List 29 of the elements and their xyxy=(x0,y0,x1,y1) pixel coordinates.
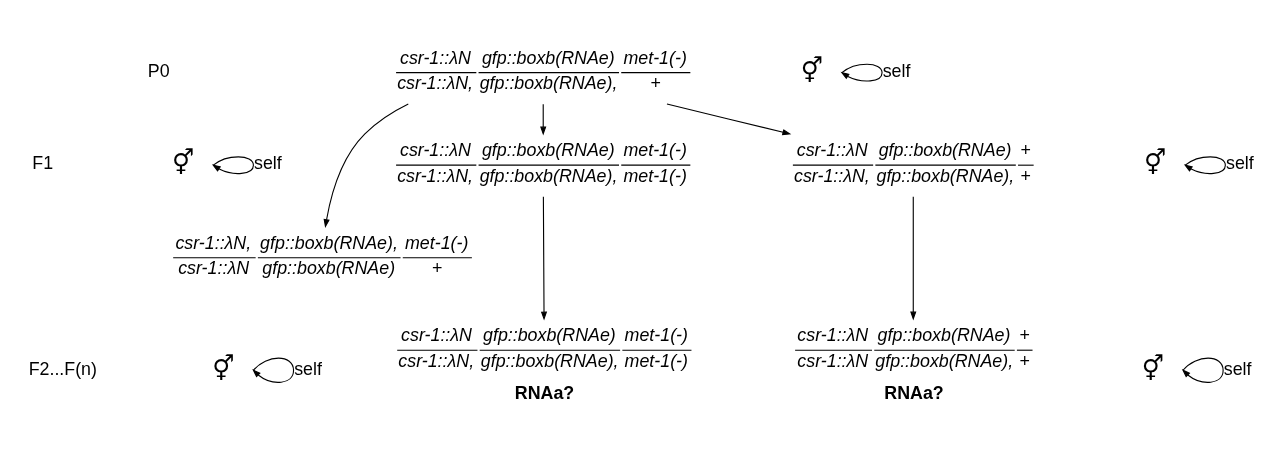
label: F2...F(n) xyxy=(28,358,97,379)
arrow xyxy=(540,103,547,136)
node-text: csr-1::λN gfp::boxb(RNAe) met-1(-) csr-1::λN, gfp::boxb(RNAe), met-1(-) RNAa? xyxy=(398,325,688,404)
node-text: csr-1::λN gfp::boxb(RNAe) met-1(-) csr-1::λN, gfp::boxb(RNAe), met-1(-) xyxy=(397,140,687,186)
edge-label: self xyxy=(1225,153,1254,174)
node-text: csr-1::λN gfp::boxb(RNAe) + csr-1::λN gfp::boxb(RNAe), + RNAa? xyxy=(797,325,1030,404)
edge-label: self xyxy=(294,358,322,379)
arrow xyxy=(323,103,409,229)
arrow xyxy=(211,156,254,175)
node-text: ⚥ xyxy=(172,148,195,178)
edge-label: self xyxy=(882,60,911,81)
node-text: csr-1::λN gfp::boxb(RNAe) + csr-1::λN, gfp::boxb(RNAe), + xyxy=(794,140,1031,186)
arrow xyxy=(666,103,792,136)
arrow xyxy=(1183,156,1226,175)
label: F1 xyxy=(32,153,54,174)
node-text: ⚥ xyxy=(1144,148,1167,178)
node-text: ⚥ xyxy=(800,55,823,85)
arrow xyxy=(840,63,883,82)
node-text: ⚥ xyxy=(212,353,235,383)
node-text: ⚥ xyxy=(1141,353,1164,383)
label: P0 xyxy=(147,60,170,81)
arrow xyxy=(910,196,917,321)
edge-label: self xyxy=(1223,358,1252,379)
arrow xyxy=(540,196,548,321)
arrow xyxy=(252,357,295,383)
node-text: csr-1::λN, gfp::boxb(RNAe), met-1(-) csr-1::λN gfp::boxb(RNAe) + xyxy=(175,232,469,279)
edge-label: self xyxy=(254,153,282,174)
arrow xyxy=(1181,357,1224,383)
node-text: csr-1::λN gfp::boxb(RNAe) met-1(-) csr-1::λN, gfp::boxb(RNAe), + xyxy=(397,47,687,94)
